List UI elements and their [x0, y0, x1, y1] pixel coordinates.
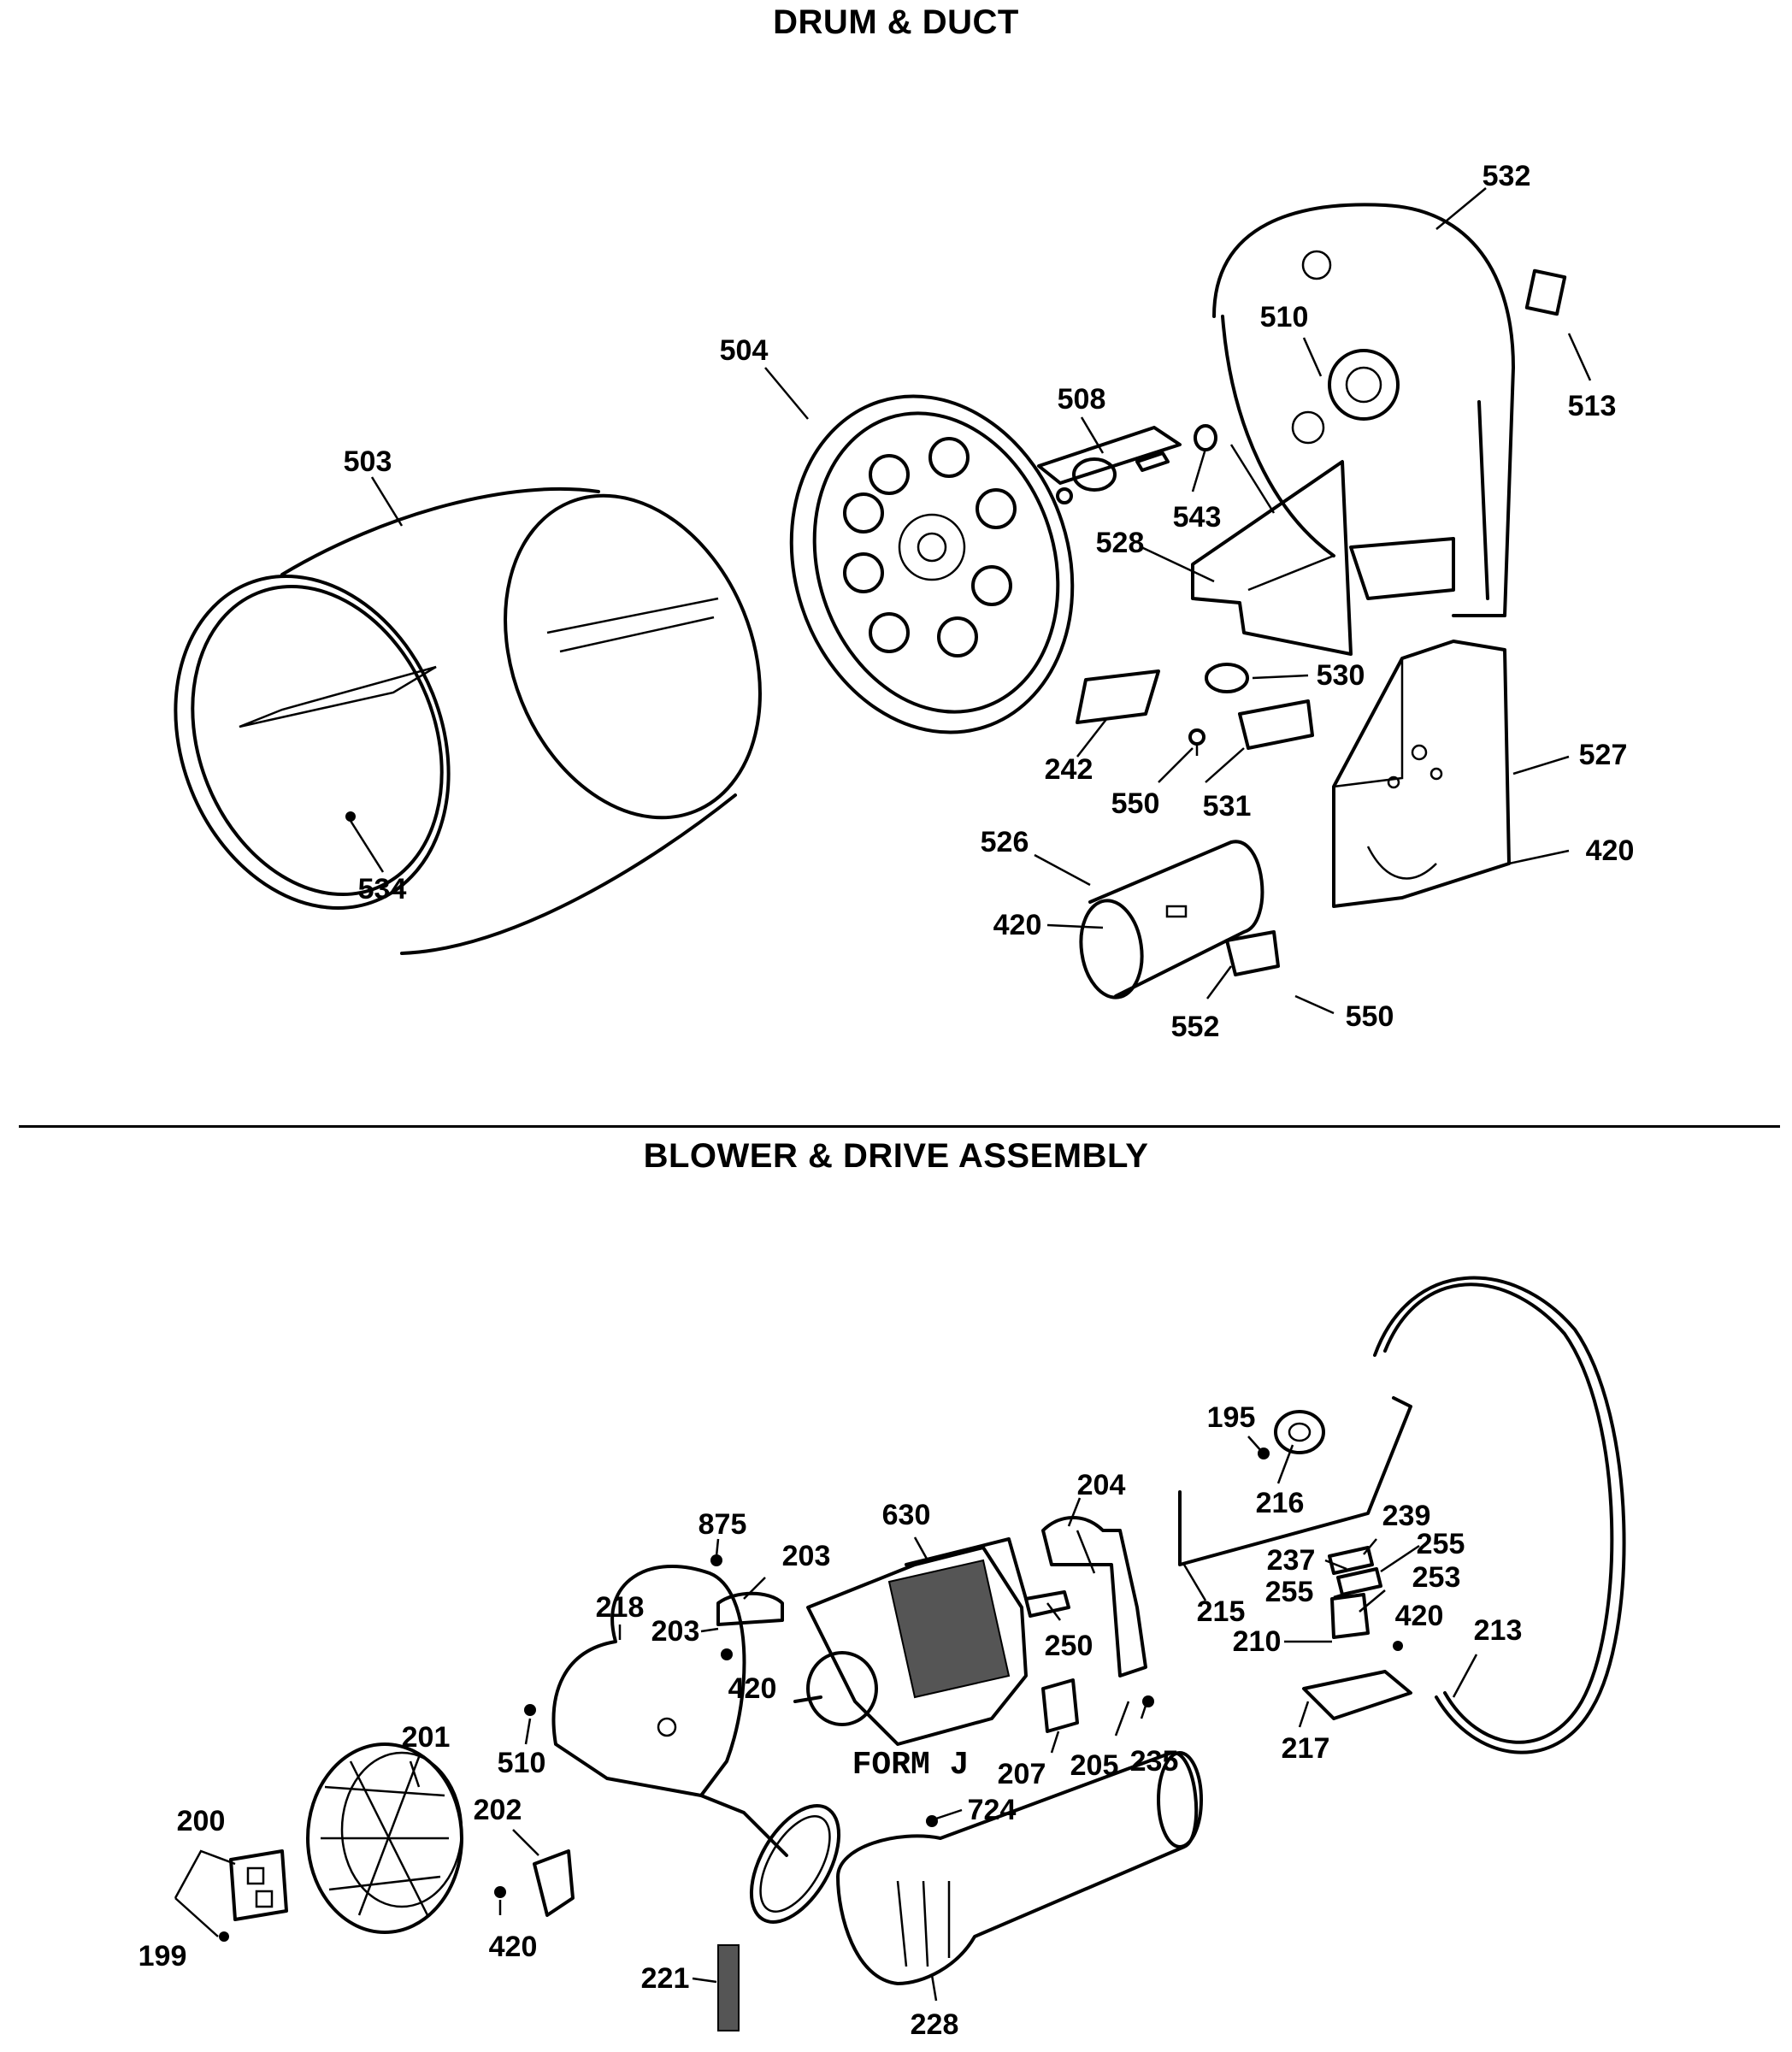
callout-217: 217 — [1281, 1732, 1330, 1765]
callout-203: 203 — [651, 1615, 700, 1648]
callout-510: 510 — [497, 1747, 546, 1779]
blower-drive-leaders — [409, 1436, 1478, 2002]
callout-420: 420 — [1394, 1600, 1444, 1632]
bulkhead-532-drawing — [1212, 203, 1567, 617]
bearing-508-drawing — [1037, 424, 1217, 504]
callout-218: 218 — [595, 1591, 645, 1624]
callout-508: 508 — [1057, 383, 1106, 416]
callout-201: 201 — [401, 1721, 451, 1754]
motor-bracket-204-205-drawing — [1041, 1516, 1147, 1678]
callout-228: 228 — [910, 2008, 959, 2041]
callout-420: 420 — [993, 909, 1042, 941]
duct-527-drawing — [1332, 640, 1511, 908]
form-label: FORM J — [852, 1747, 970, 1784]
callout-420: 420 — [728, 1672, 777, 1705]
callout-210: 210 — [1232, 1625, 1282, 1658]
callout-630: 630 — [881, 1499, 931, 1531]
motor-630-drawing — [716, 1537, 1070, 1746]
callout-420: 420 — [488, 1931, 538, 1963]
callout-203: 203 — [781, 1540, 831, 1572]
small-parts-drawing — [1076, 663, 1314, 756]
callout-503: 503 — [343, 445, 392, 478]
blower-drive-title: BLOWER & DRIVE ASSEMBLY — [643, 1137, 1149, 1175]
callout-513: 513 — [1567, 390, 1617, 422]
callout-510: 510 — [1259, 301, 1309, 333]
callout-221: 221 — [640, 1962, 690, 1995]
callout-216: 216 — [1255, 1487, 1305, 1519]
callout-253: 253 — [1412, 1561, 1461, 1594]
callout-552: 552 — [1170, 1011, 1220, 1043]
callout-527: 527 — [1578, 739, 1628, 771]
bracket-528-drawing — [1191, 460, 1353, 656]
drum-duct-leaders — [349, 187, 1592, 1015]
callout-207: 207 — [997, 1758, 1046, 1790]
callout-255: 255 — [1264, 1576, 1314, 1608]
callout-215: 215 — [1196, 1595, 1246, 1628]
callout-204: 204 — [1076, 1469, 1126, 1501]
callout-504: 504 — [719, 334, 769, 367]
blower-wheel-201-drawing — [306, 1742, 463, 1934]
belt-213-drawing — [1373, 1276, 1626, 1754]
callout-205: 205 — [1070, 1749, 1119, 1782]
callout-200: 200 — [176, 1805, 226, 1837]
section-divider — [19, 1125, 1780, 1128]
callout-242: 242 — [1044, 753, 1093, 786]
drum-duct-title: DRUM & DUCT — [773, 3, 1019, 41]
callout-532: 532 — [1482, 160, 1531, 192]
callout-213: 213 — [1473, 1614, 1523, 1647]
callout-550: 550 — [1345, 1000, 1394, 1033]
callout-239: 239 — [1382, 1500, 1431, 1532]
callout-255: 255 — [1416, 1528, 1465, 1560]
exhaust-duct-228-drawing — [717, 1750, 1203, 2031]
blower-small-parts-drawing — [494, 1554, 1154, 1917]
callout-237: 237 — [1266, 1544, 1316, 1577]
callout-420: 420 — [1585, 834, 1635, 867]
callout-531: 531 — [1202, 790, 1252, 823]
drum-back-504-drawing — [789, 394, 1075, 734]
callout-530: 530 — [1316, 659, 1365, 692]
callout-202: 202 — [473, 1794, 522, 1826]
callout-526: 526 — [980, 826, 1029, 858]
callout-534: 534 — [357, 873, 407, 905]
callout-550: 550 — [1111, 787, 1160, 820]
cylinder-526-drawing — [1079, 840, 1280, 999]
idler-215-216-drawing — [1178, 1396, 1412, 1720]
callout-250: 250 — [1044, 1630, 1093, 1662]
drum-503-drawing — [174, 486, 762, 955]
callout-528: 528 — [1095, 527, 1145, 559]
callout-724: 724 — [967, 1794, 1017, 1826]
callout-199: 199 — [138, 1940, 187, 1972]
blower-housing-218-drawing — [551, 1565, 841, 1924]
callout-235: 235 — [1129, 1745, 1179, 1778]
callout-195: 195 — [1206, 1401, 1256, 1434]
callout-875: 875 — [698, 1508, 747, 1541]
switch-200-drawing — [174, 1849, 288, 1942]
callout-543: 543 — [1172, 501, 1222, 534]
